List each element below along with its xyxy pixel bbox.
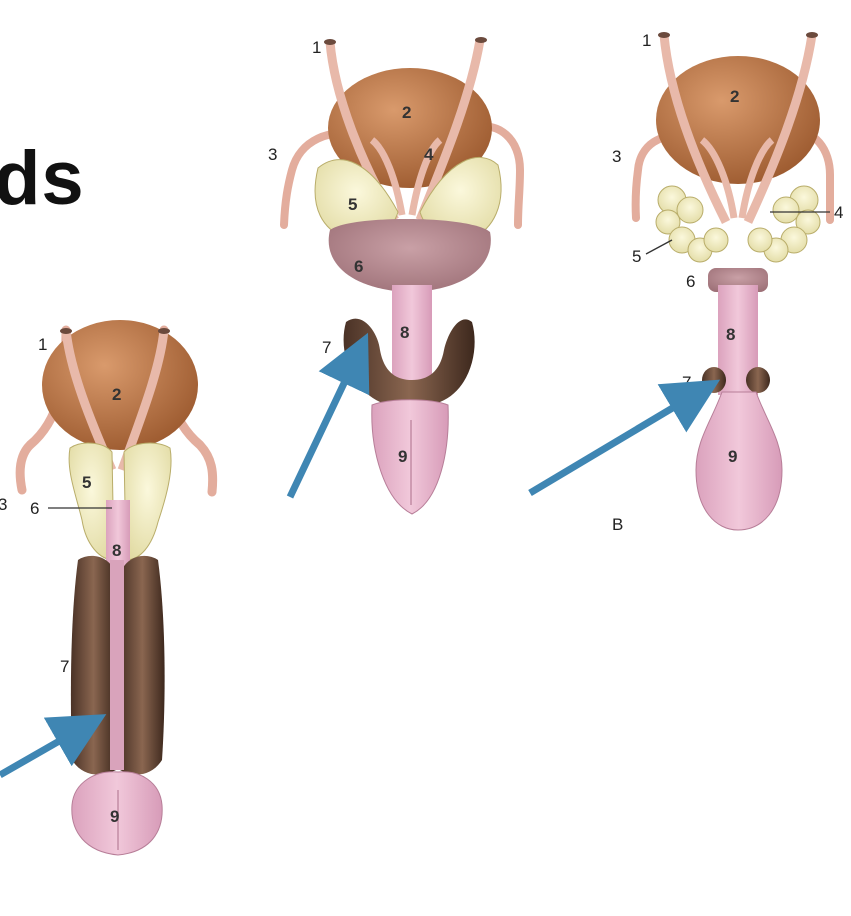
figure-middle: 1 2 3 4 5 6 7 8 9 [268,37,525,515]
slide-title: ds [0,136,85,221]
label-left-5: 5 [82,473,91,492]
label-left-1: 1 [38,335,47,354]
label-mid-8: 8 [400,323,409,342]
label-right-4: 4 [834,203,843,222]
arrow-right [528,379,721,497]
bladder-middle [328,68,492,188]
glans-left [71,771,163,856]
label-right-7: 7 [682,373,691,392]
vesicle-right-r [747,185,821,263]
arrow-middle [286,332,370,499]
label-right-5: 5 [632,247,641,266]
label-right-1: 1 [642,31,651,50]
label-mid-7: 7 [322,338,331,357]
glans-right [695,391,783,531]
panel-letter-b: B [612,515,623,534]
glans-middle [371,399,449,515]
label-left-7: 7 [60,657,69,676]
label-left-6: 6 [30,499,39,518]
prostate-middle [328,218,491,292]
duct-mid-inner-r [408,137,443,216]
label-right-6: 6 [686,272,695,291]
arrow-left [0,714,107,779]
vesicle-right-l [655,185,729,263]
bulbourethral-middle [343,318,475,410]
duct-right-front-r [743,34,817,224]
vesicle-left-r [123,442,172,561]
bulbourethral-right-r [746,367,770,393]
duct-right-inner-l [699,137,738,219]
bulbourethral-right-l [702,367,726,393]
duct-mid-cap-r [475,37,487,43]
label-left-8: 8 [112,541,121,560]
duct-right-cap-l [658,32,670,38]
duct-mid-cap-l [324,39,336,45]
duct-right-cap-r [806,32,818,38]
label-right-9: 9 [728,447,737,466]
label-right-2: 2 [730,87,739,106]
leader-right-5 [645,239,673,255]
bulbourethral-left-r [120,555,165,775]
bulbourethral-left-l [70,555,116,775]
label-right-3: 3 [612,147,621,166]
duct-left-cap-l [60,328,72,334]
label-right-8: 8 [726,325,735,344]
label-mid-3: 3 [268,145,277,164]
label-mid-4: 4 [424,145,434,164]
label-mid-9: 9 [398,447,407,466]
figure-right: 1 2 3 4 5 6 8 7 9 B [528,31,843,534]
label-left-9: 9 [110,807,119,826]
label-mid-1: 1 [312,38,321,57]
duct-right-inner-r [738,137,775,219]
label-mid-2: 2 [402,103,411,122]
duct-right-front-l [659,34,731,225]
figure-left: 1 2 3 5 6 8 7 9 [0,320,218,856]
label-left-3: 3 [0,495,7,514]
vesicle-left-l [68,442,115,561]
label-mid-6: 6 [354,257,363,276]
label-left-2: 2 [112,385,121,404]
label-mid-5: 5 [348,195,357,214]
duct-mid-inner-l [369,137,406,216]
duct-left-cap-r [158,328,170,334]
urethra-left-mid [110,560,124,770]
